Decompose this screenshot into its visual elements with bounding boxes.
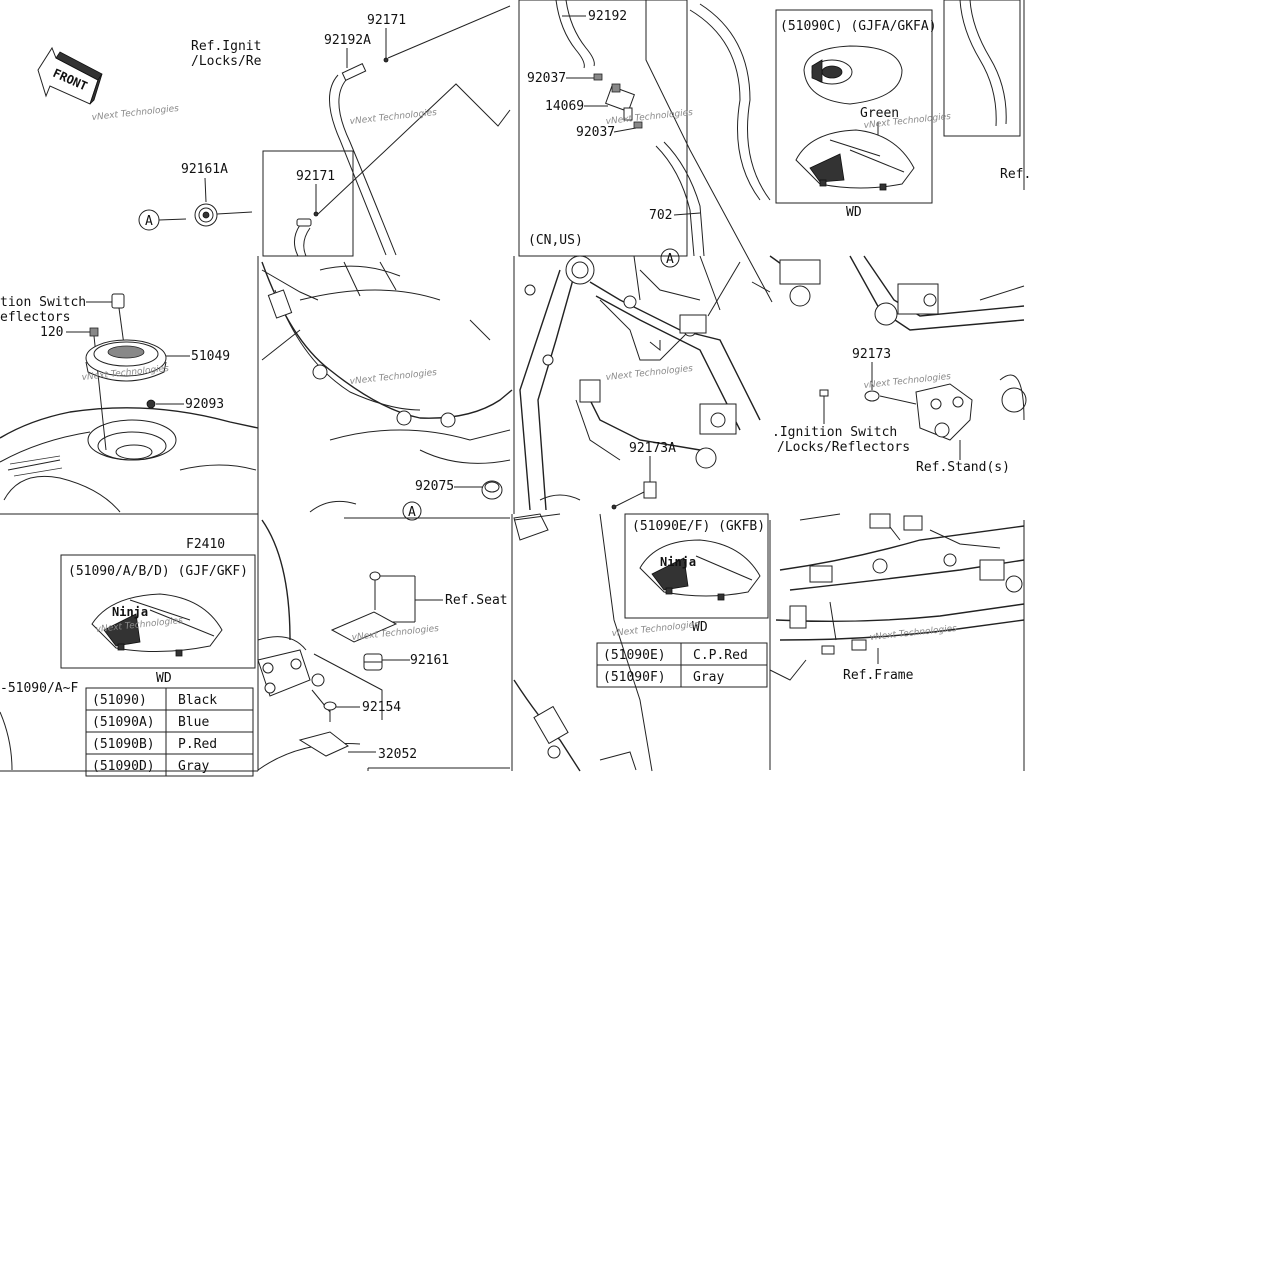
tank-51090c-box — [775, 9, 933, 204]
frame-right — [751, 255, 1027, 421]
fuel-cap — [85, 339, 167, 382]
hose-detail-box — [262, 150, 354, 257]
seat-bracket — [257, 649, 325, 697]
tank-51090c-side-view — [795, 129, 915, 191]
label-ref-frame: Ref.Frame — [843, 668, 914, 683]
label-ref-seat: Ref.Seat — [445, 593, 508, 608]
color-table-left-color-cell — [165, 753, 254, 777]
label-ignition-switch-right: .Ignition Switch — [772, 425, 897, 440]
bolt-top — [369, 571, 381, 610]
color-table-right-color-cell — [680, 664, 768, 688]
stand-bracket — [915, 383, 973, 441]
label-wd-ef: WD — [692, 620, 708, 635]
label-wd-left: WD — [156, 671, 172, 686]
check-valve — [605, 83, 635, 121]
panel-top-middle: 92171 92192A 92171 — [257, 5, 513, 521]
panel-top-left: FRONT Ref.Ignit /Locks/Re 92161A A tion … — [0, 39, 262, 515]
tank-51090-box — [60, 554, 256, 669]
color-table-left-color: Gray — [178, 759, 209, 774]
damper-92161 — [363, 653, 383, 671]
label-92192A: 92192A — [324, 33, 371, 48]
label-51090-a-f: -51090/A~F — [0, 681, 78, 696]
color-table-left-code: (51090D) — [92, 759, 155, 774]
label-92161A: 92161A — [181, 162, 228, 177]
color-table-left: (51090) Black (51090A) Blue (51090B) P.Red (51… — [85, 687, 254, 777]
label-circle-a-1: A — [145, 214, 153, 229]
frame-main — [513, 255, 761, 521]
tank-51090ef-side-view: Ninja — [639, 539, 761, 601]
label-14069: 14069 — [545, 99, 584, 114]
label-ignition-switch: tion Switch — [0, 295, 86, 310]
label-32052: 32052 — [378, 747, 417, 762]
panel-middle-frame: A 92173A 92173 — [513, 248, 1027, 521]
color-table-left-code: (51090B) — [92, 737, 155, 752]
panel-bottom-middle: Ref.Seat 92161 92154 32052 — [257, 514, 513, 771]
label-92192: 92192 — [588, 9, 627, 24]
svg-text:Ninja: Ninja — [660, 555, 696, 569]
color-table-left-code: (51090) — [92, 693, 147, 708]
label-51049: 51049 — [191, 349, 230, 364]
color-table-left-code: (51090A) — [92, 715, 155, 730]
panel-top-right-middle: 92192 92037 14069 92037 702 (CN,US) (510… — [518, 0, 1031, 303]
front-arrow-icon: FRONT — [37, 46, 103, 105]
cn-us-detail-box — [518, 0, 688, 257]
label-92173: 92173 — [852, 347, 891, 362]
color-table-right: (51090E) C.P.Red (51090F) Gray — [596, 642, 768, 688]
watermark-text: vNext Technologies — [869, 624, 957, 643]
watermark-text: vNext Technologies — [611, 620, 699, 639]
label-ref-right: Ref. — [1000, 167, 1031, 182]
label-reflectors: eflectors — [0, 310, 70, 325]
color-table-left-color: Blue — [178, 715, 209, 730]
box-ef-title: (51090E/F) (GKFB) — [632, 519, 765, 534]
watermark-text: vNext Technologies — [349, 368, 437, 387]
label-cn-us: (CN,US) — [528, 233, 583, 248]
label-92154: 92154 — [362, 700, 401, 715]
tank-51090-side-view: Ninja — [91, 593, 223, 657]
bolt-92173 — [819, 389, 917, 424]
rear-frame — [769, 513, 1025, 770]
color-table-left-color: Black — [178, 693, 217, 708]
tank-51090c-top-view — [803, 45, 903, 105]
watermark-text: vNext Technologies — [91, 104, 179, 123]
box-a-title: (51090/A/B/D) (GJF/GKF) — [68, 564, 248, 579]
frame-upper-middle — [261, 261, 513, 464]
color-table-right-code: (51090F) — [603, 670, 666, 685]
label-ref-ignition-2: /Locks/Re — [191, 54, 262, 69]
color-table-right-color: C.P.Red — [693, 648, 748, 663]
watermark-text: vNext Technologies — [605, 364, 693, 383]
label-92075: 92075 — [415, 479, 454, 494]
label-92037-b: 92037 — [576, 125, 615, 140]
label-locks-reflectors-right: /Locks/Reflectors — [777, 440, 910, 455]
fuel-tank-outline — [0, 407, 259, 513]
label-120: 120 — [40, 325, 63, 340]
label-92093: 92093 — [185, 397, 224, 412]
color-table-right-color: Gray — [693, 670, 724, 685]
panel-bottom-right: (51090E/F) (GKFB) Ninja WD (51090E) C.P.R… — [513, 513, 1025, 772]
hose-detail-box-right — [943, 0, 1021, 137]
watermark-text: vNext Technologies — [349, 108, 437, 127]
label-ref-stand: Ref.Stand(s) — [916, 460, 1010, 475]
box-c-title: (51090C) (GJFA/GKFA) — [780, 19, 937, 34]
label-92173A: 92173A — [629, 441, 676, 456]
color-table-right-code: (51090E) — [603, 648, 666, 663]
screw-92154 — [323, 701, 337, 722]
watermark-text: vNext Technologies — [605, 108, 693, 127]
label-f2410: F2410 — [186, 537, 225, 552]
label-92171-mid: 92171 — [296, 169, 335, 184]
label-wd-top: WD — [846, 205, 862, 220]
label-702: 702 — [649, 208, 672, 223]
label-circle-a-3: A — [666, 252, 674, 267]
panel-bottom-left: F2410 (51090/A/B/D) (GJF/GKF) Ninja WD -… — [0, 537, 258, 777]
color-table-left-color: P.Red — [178, 737, 217, 752]
label-green: Green — [860, 106, 899, 121]
svg-text:Ninja: Ninja — [112, 605, 148, 619]
tank-51090ef-box — [624, 513, 769, 619]
label-92037-a: 92037 — [527, 71, 566, 86]
label-92171-top: 92171 — [367, 13, 406, 28]
label-circle-a-2: A — [408, 505, 416, 520]
label-92161: 92161 — [410, 653, 449, 668]
label-ref-ignition-1: Ref.Ignit — [191, 39, 261, 54]
